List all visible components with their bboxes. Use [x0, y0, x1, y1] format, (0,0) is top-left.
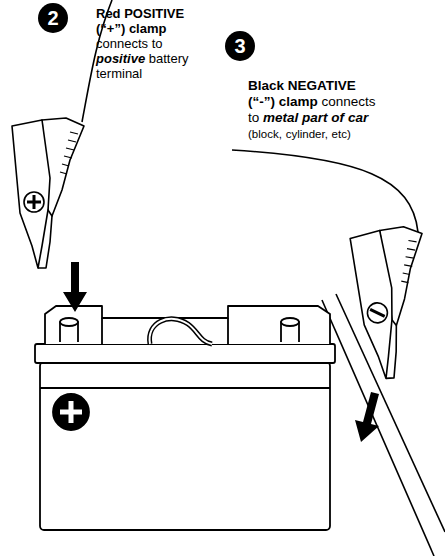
text-run: etc): [332, 128, 351, 140]
black-clamp-part-part: [350, 230, 398, 380]
battery-part: [45, 306, 330, 344]
black-clamp-part-part: [382, 326, 400, 379]
black-clamp-part-part: [398, 240, 419, 283]
text-run: part: [302, 110, 328, 125]
text-run: cylinder,: [286, 128, 328, 140]
text-run: battery: [149, 51, 189, 66]
black-clamp-part: [355, 392, 379, 442]
battery-part: [60, 318, 78, 326]
battery-part: [281, 318, 299, 326]
text-run: of: [331, 110, 344, 125]
text-run: Red: [96, 6, 121, 21]
battery-part: [150, 319, 212, 344]
text-run: positive: [96, 51, 145, 66]
text-run: car: [348, 110, 368, 125]
text-run: NEGATIVE: [288, 78, 356, 93]
text-run: connects: [322, 94, 376, 109]
text-run: (“-”): [248, 94, 275, 109]
callout-number: 3: [225, 31, 255, 61]
black-clamp-part-part: [367, 302, 388, 323]
red-clamp-part-part: [24, 192, 44, 212]
text-run: to: [152, 36, 163, 51]
battery-part: [40, 362, 330, 530]
black-clamp-part: [232, 150, 418, 232]
black-clamp-part-part: [370, 308, 385, 317]
battery-part: [102, 318, 228, 344]
text-run: metal: [263, 110, 298, 125]
text-run: connects: [96, 36, 148, 51]
red-clamp-part-part: [12, 120, 50, 268]
battery-part: [35, 344, 335, 363]
red-clamp-part-part: [60, 132, 78, 174]
battery-part: [150, 319, 212, 344]
battery-part: [60, 401, 82, 423]
text-run: terminal: [96, 66, 142, 81]
text-run: (block,: [248, 128, 282, 140]
text-run: clamp: [279, 94, 318, 109]
red-clamp-part-part: [27, 195, 41, 209]
black-clamp: [232, 150, 432, 442]
battery: [35, 306, 335, 530]
battery-part: [40, 387, 330, 389]
text-run: (“+”): [96, 21, 125, 36]
callout-number: 2: [38, 3, 68, 33]
text-run: clamp: [129, 21, 167, 36]
instruction-text: Black NEGATIVE (“-”) clamp connects to m…: [248, 78, 376, 142]
black-clamp-part: [350, 226, 432, 381]
text-run: to: [248, 110, 259, 125]
text-run: Black: [248, 78, 284, 93]
battery-part: [53, 394, 89, 430]
red-clamp-part: [63, 262, 87, 312]
red-clamp-part-part: [38, 216, 52, 268]
red-clamp-part: [12, 118, 84, 268]
instruction-text: Red POSITIVE (“+”) clamp connects to pos…: [96, 6, 189, 81]
text-run: POSITIVE: [124, 6, 184, 21]
